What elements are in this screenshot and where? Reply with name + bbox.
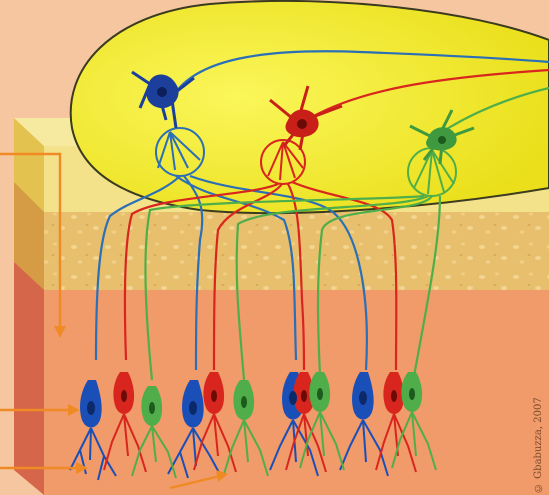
nerve-bulb <box>71 1 549 213</box>
lower-layer <box>14 262 549 495</box>
copyright-text: © Gbabuzza, 2007 <box>533 358 547 493</box>
